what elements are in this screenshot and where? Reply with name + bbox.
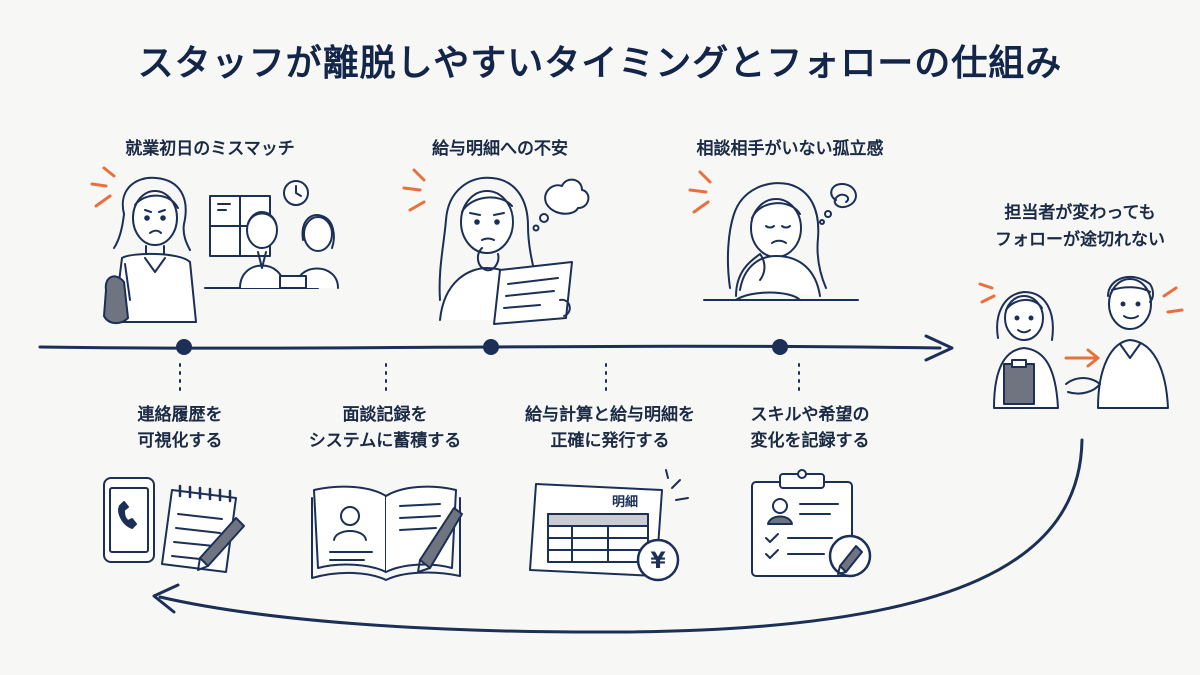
payslip-stamp-text: 明細 <box>612 494 638 510</box>
loop-arrow <box>152 438 1084 634</box>
skill-record-clipboard-icon <box>751 469 872 578</box>
timeline-node-3 <box>772 339 788 355</box>
worry-swirl-icon <box>819 183 857 225</box>
checklist-icon <box>765 533 833 559</box>
action-label-line1: 面談記録を <box>342 405 428 425</box>
handover-illustration <box>978 275 1184 409</box>
action-label-line1: 給与計算と給与明細を <box>525 405 695 425</box>
alert-marks-icon <box>90 166 116 208</box>
payslip-anxiety-illustration <box>402 168 590 325</box>
sparkle-marks-icon <box>665 469 689 501</box>
follow-label: 担当者が変わっても フォローが途切れない <box>960 200 1200 254</box>
alert-marks-icon <box>688 170 712 214</box>
pen-icon <box>197 517 245 571</box>
yen-symbol: ¥ <box>650 549 666 574</box>
action-label-payroll: 給与計算と給与明細を 正確に発行する <box>500 402 720 455</box>
interview-record-book-icon <box>311 485 463 581</box>
pen-icon <box>417 507 463 573</box>
action-label-interview-records: 面談記録を システムに蓄積する <box>280 402 490 455</box>
first-day-mismatch-illustration <box>90 166 339 324</box>
clipboard-icon <box>1003 363 1035 405</box>
action-label-line1: 連絡履歴を <box>137 405 223 425</box>
action-label-contact-history: 連絡履歴を 可視化する <box>85 402 275 455</box>
action-label-line2: 変化を記録する <box>750 431 870 452</box>
phase-label-payslip-anxiety: 給与明細への不安 <box>432 139 568 159</box>
timeline-node-1 <box>176 339 192 355</box>
action-label-line2: 可視化する <box>137 431 223 452</box>
profile-icon <box>767 498 793 525</box>
loop-arrow-head <box>152 583 180 614</box>
follow-label-line1: 担当者が変わっても <box>1004 203 1156 223</box>
action-label-line2: 正確に発行する <box>550 431 670 452</box>
timeline-line <box>38 344 942 350</box>
payslip-document-icon: 明細 ¥ <box>529 469 689 582</box>
loop-arrow-line <box>158 438 1084 634</box>
action-label-skill-records: スキルや希望の 変化を記録する <box>720 402 900 455</box>
dotted-connectors <box>179 363 800 395</box>
timeline <box>38 334 954 362</box>
action-label-line1: スキルや希望の <box>750 405 870 425</box>
alert-marks-icon <box>402 168 426 212</box>
isolation-illustration <box>688 170 859 301</box>
pencil-icon <box>837 545 863 575</box>
thought-bubble-icon <box>544 178 590 215</box>
page-title: スタッフが離脱しやすいタイミングとフォローの仕組み <box>137 43 1063 84</box>
phase-label-isolation: 相談相手がいない孤立感 <box>696 139 884 159</box>
timeline-arrowhead <box>924 334 954 362</box>
phone-handset-icon <box>118 501 137 529</box>
follow-label-line2: フォローが途切れない <box>995 230 1165 251</box>
profile-icon <box>333 506 367 541</box>
timeline-node-2 <box>483 339 499 355</box>
yen-coin-icon <box>636 538 680 582</box>
contact-history-icon <box>103 477 245 573</box>
phase-label-first-day: 就業初日のミスマッチ <box>125 139 295 159</box>
action-label-line2: システムに蓄積する <box>308 431 462 452</box>
alert-marks-icon <box>978 282 1184 314</box>
handover-arrow-icon <box>1064 348 1100 368</box>
